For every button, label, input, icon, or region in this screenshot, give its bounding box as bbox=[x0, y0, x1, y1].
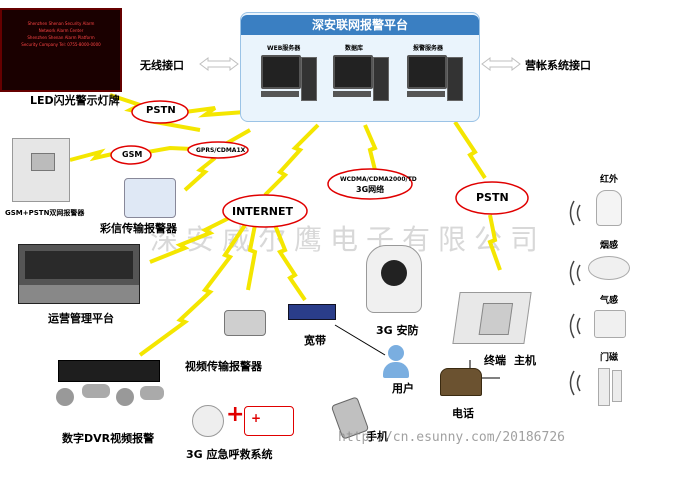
gsm-pstn-device bbox=[12, 138, 70, 202]
link-pstn-terminal bbox=[487, 214, 502, 271]
line-broadband-user bbox=[334, 324, 386, 356]
monitor-icon bbox=[261, 55, 301, 89]
arrow-gsm bbox=[116, 100, 118, 108]
gsm-pstn-label: GSM+PSTN双网报警器 bbox=[5, 209, 85, 217]
cloud-internet-label: INTERNET bbox=[232, 205, 294, 218]
video-camera-image bbox=[224, 310, 266, 336]
broadband-label: 宽带 bbox=[304, 334, 326, 347]
link-3g-server bbox=[363, 124, 378, 171]
keyboard-icon bbox=[261, 91, 299, 97]
mobile-label: 手机 bbox=[366, 430, 388, 443]
host-label: 主机 bbox=[514, 354, 536, 367]
server-db-label: 数据库 bbox=[345, 45, 364, 52]
sign-line: Security Company Tel: 0755-8000-0000 bbox=[21, 42, 101, 47]
link-internet-broadband bbox=[273, 224, 307, 302]
business-interface-label: 营帐系统接口 bbox=[525, 59, 591, 72]
user-label: 用户 bbox=[392, 382, 414, 395]
cloud-pstn-right bbox=[455, 181, 529, 215]
platform-panel: 深安联网报警平台 WEB服务器 数据库 报警服务器 bbox=[240, 12, 480, 122]
plus-icon: + bbox=[226, 402, 245, 427]
cloud-pstn-top bbox=[131, 100, 189, 124]
cloud-3g bbox=[327, 168, 413, 200]
cloud-3g-label: 3G网络 bbox=[356, 185, 385, 194]
tower-icon bbox=[447, 57, 463, 101]
sensor-door-label: 门磁 bbox=[600, 353, 619, 363]
user-icon bbox=[388, 345, 404, 361]
keyboard-icon bbox=[333, 91, 371, 97]
color-alarm-label: 彩信传输报警器 bbox=[100, 222, 177, 235]
cloud-gsm-label: GSM bbox=[122, 150, 143, 159]
smoke-detector-image bbox=[588, 256, 630, 280]
link-pstn-right-server bbox=[453, 120, 487, 180]
arrow-business bbox=[481, 57, 521, 71]
door-sensor-image bbox=[598, 368, 610, 406]
cloud-gprs bbox=[187, 141, 249, 159]
monitor-icon bbox=[407, 55, 447, 89]
ambulance-image: + bbox=[244, 406, 294, 436]
terminal-keypad-image bbox=[452, 292, 532, 344]
cloud-pstn-top-label: PSTN bbox=[146, 105, 176, 116]
arrow-wireless bbox=[199, 57, 239, 71]
color-alarm-device bbox=[124, 178, 176, 218]
gas-detector-image bbox=[594, 310, 626, 338]
link-pstn-server bbox=[184, 106, 246, 118]
cloud-gprs-label: GPRS/CDMA1X bbox=[196, 147, 246, 154]
link-internet-ops bbox=[149, 213, 236, 264]
telephone-image bbox=[440, 368, 482, 396]
sensor-gas-label: 气感 bbox=[600, 296, 619, 306]
server-web-label: WEB服务器 bbox=[267, 45, 301, 52]
link-internet-video bbox=[246, 224, 258, 291]
server-db: 数据库 bbox=[331, 43, 391, 115]
sign-line: Shenzhen Shenan Alarm Platform bbox=[27, 35, 95, 40]
link-internet-server bbox=[263, 123, 320, 197]
tower-icon bbox=[373, 57, 389, 101]
video-alarm-label: 视频传输报警器 bbox=[185, 360, 262, 373]
url-watermark: http://cn.esunny.com/20186726 bbox=[338, 430, 565, 445]
cloud-pstn-right-label: PSTN bbox=[476, 191, 509, 204]
dvr-image bbox=[58, 360, 160, 382]
ir-sensor-image bbox=[596, 190, 622, 226]
wireless-interface-label: 无线接口 bbox=[140, 59, 184, 72]
sign-line: Shenzhen Shenan Security Alarm bbox=[27, 21, 95, 26]
cloud-gsm bbox=[110, 145, 152, 165]
server-web: WEB服务器 bbox=[259, 43, 319, 115]
phone-label: 电话 bbox=[452, 407, 474, 420]
sensor-smoke-label: 烟感 bbox=[600, 241, 619, 251]
emergency-label: 3G 应急呼救系统 bbox=[186, 448, 273, 461]
sensor-signal-waves bbox=[569, 200, 581, 396]
keypad-icon bbox=[31, 153, 55, 171]
ops-platform-label: 运营管理平台 bbox=[48, 312, 114, 325]
ops-platform-image bbox=[18, 244, 140, 304]
led-sign-label: LED闪光警示灯牌 bbox=[30, 94, 120, 107]
link-internet-dvr bbox=[138, 223, 247, 357]
security-3g-label: 3G 安防 bbox=[376, 324, 419, 337]
server-alarm: 报警服务器 bbox=[405, 43, 465, 115]
user-body-icon bbox=[383, 362, 409, 378]
monitor-icon bbox=[333, 55, 373, 89]
led-sign-image: Shenzhen Shenan Security Alarm Network A… bbox=[0, 8, 122, 92]
link-gprs-color bbox=[183, 156, 217, 192]
cloud-wcdma-label: WCDMA/CDMA2000/TD bbox=[340, 176, 417, 183]
3g-camera-image bbox=[366, 245, 422, 313]
router-image bbox=[288, 304, 336, 320]
sensor-ir-label: 红外 bbox=[600, 175, 619, 185]
dvr-cameras-image bbox=[56, 384, 166, 412]
cloud-internet bbox=[222, 194, 308, 228]
keyboard-icon bbox=[407, 91, 445, 97]
terminal-label: 终端 bbox=[484, 354, 506, 367]
server-alarm-label: 报警服务器 bbox=[413, 45, 444, 52]
emergency-camera-image bbox=[192, 405, 224, 437]
platform-title: 深安联网报警平台 bbox=[241, 15, 479, 35]
company-watermark: 深安威尔鹰电子有限公司 bbox=[150, 223, 547, 256]
sign-line: Network Alarm Center bbox=[38, 28, 84, 33]
tower-icon bbox=[301, 57, 317, 101]
door-magnet-image bbox=[612, 370, 622, 402]
dvr-label: 数字DVR视频报警 bbox=[62, 432, 155, 445]
